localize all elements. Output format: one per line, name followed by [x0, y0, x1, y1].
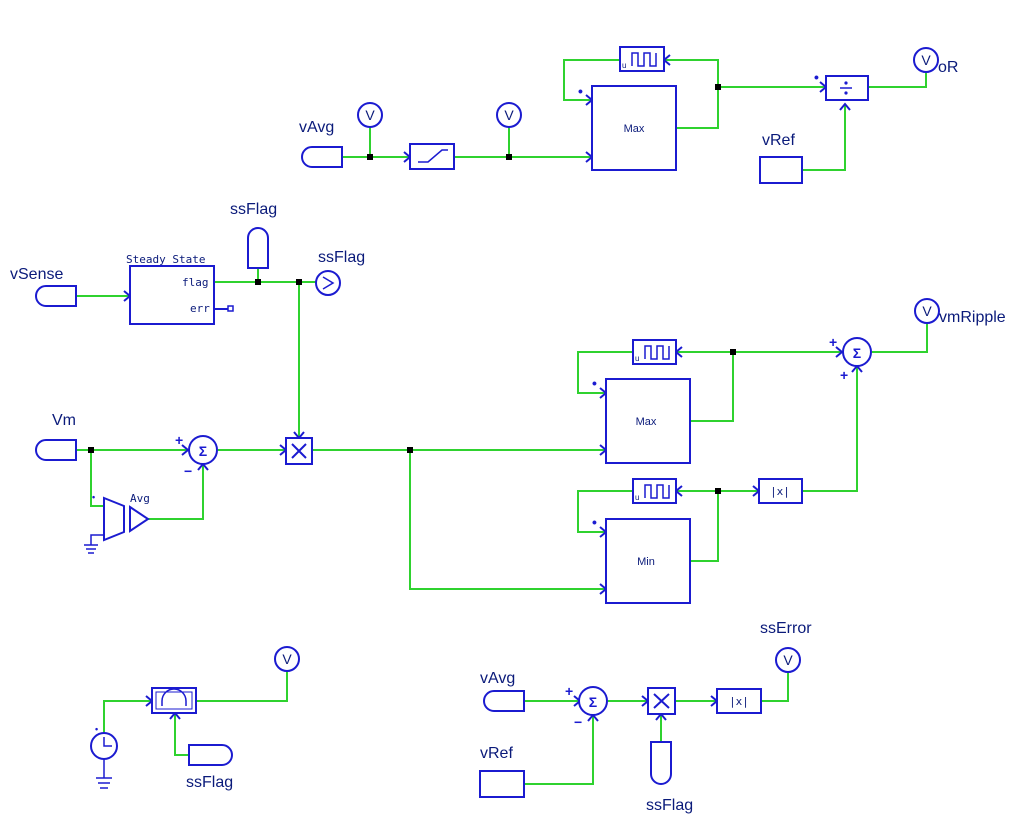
plus-sign: + — [829, 334, 837, 350]
vref-bottom-constant[interactable] — [479, 770, 525, 798]
max-top-label: Max — [624, 123, 645, 135]
divider-block[interactable]: • — [814, 69, 869, 101]
ssflag-goto-tag[interactable] — [247, 227, 269, 269]
vsense-label: vSense — [10, 266, 63, 283]
abs-mid-label: |x| — [770, 485, 790, 498]
port-dot: • — [578, 83, 583, 99]
minus-sign: − — [184, 463, 192, 479]
wires — [76, 59, 928, 785]
sserror-label: ssError — [760, 620, 812, 637]
port-dot: • — [592, 514, 597, 530]
port-dot: • — [814, 69, 819, 85]
port-dot: • — [92, 492, 95, 502]
voltmeter-symbol: V — [365, 107, 375, 123]
rate-limiter-block[interactable] — [409, 143, 455, 170]
port-dot: • — [592, 375, 597, 391]
vavg-bottom-input-port[interactable] — [483, 690, 525, 712]
junctions — [88, 84, 736, 494]
steady-state-title: Steady State — [126, 253, 205, 266]
vref-bottom-label: vRef — [480, 745, 513, 762]
ssflag-probe-label: ssFlag — [318, 249, 365, 266]
avg-label: Avg — [130, 492, 150, 505]
ssflag-bottom-label: ssFlag — [646, 797, 693, 814]
abs-block-bottom[interactable]: |x| — [716, 688, 762, 714]
flag-port-label: flag — [182, 276, 209, 289]
vavg-top-input-port[interactable] — [301, 146, 343, 168]
vref-top-label: vRef — [762, 132, 795, 149]
min-mid-block[interactable]: Min • — [592, 514, 691, 604]
timer-block[interactable] — [151, 687, 197, 714]
sample-u-label: u — [635, 354, 639, 363]
ssflag-bottom-tag[interactable] — [650, 741, 672, 785]
ssflag-bottom-left-tag[interactable] — [188, 744, 233, 766]
sum-block-ripple[interactable]: Σ + + — [829, 334, 872, 383]
port-dot: • — [95, 724, 98, 734]
sigma-symbol: Σ — [199, 443, 207, 459]
plus-sign: + — [840, 367, 848, 383]
multiplier-vm[interactable] — [285, 437, 313, 465]
voltmeter-filtered[interactable]: V — [496, 102, 522, 128]
voltmeter-timer[interactable]: V — [274, 646, 300, 672]
voltmeter-sserror[interactable]: V — [775, 647, 801, 673]
max-mid-block[interactable]: Max • — [592, 375, 691, 464]
multiplier-error[interactable] — [647, 687, 676, 715]
abs-block-mid[interactable]: |x| — [758, 478, 803, 504]
sigma-symbol: Σ — [589, 694, 597, 710]
plus-sign: + — [565, 683, 573, 699]
min-mid-label: Min — [637, 556, 655, 568]
plus-sign: + — [175, 432, 183, 448]
minus-sign: − — [574, 714, 582, 730]
arrowheads — [123, 54, 863, 722]
max-top-block[interactable]: Max • — [578, 83, 677, 171]
voltmeter-symbol: V — [282, 651, 292, 667]
vref-top-constant[interactable] — [759, 156, 803, 184]
ssflag-probe-meter[interactable] — [315, 270, 341, 296]
sample-hold-top[interactable]: u — [619, 46, 665, 72]
vsense-input-port[interactable] — [35, 285, 77, 307]
sample-u-label: u — [622, 61, 626, 70]
vm-input-port[interactable] — [35, 439, 77, 461]
voltmeter-symbol: V — [922, 303, 932, 319]
sigma-symbol: Σ — [853, 345, 861, 361]
abs-bottom-label: |x| — [729, 695, 749, 708]
max-mid-label: Max — [636, 416, 657, 428]
err-port-label: err — [190, 302, 210, 315]
sample-hold-min-mid[interactable]: u — [632, 478, 677, 504]
vavg-top-label: vAvg — [299, 119, 334, 136]
sum-block-vm[interactable]: Σ + − — [175, 432, 218, 479]
ssflag-tag-label: ssFlag — [230, 201, 277, 218]
voltmeter-symbol: V — [504, 107, 514, 123]
vavg-bottom-label: vAvg — [480, 670, 515, 687]
vm-label: Vm — [52, 412, 76, 429]
sample-hold-max-mid[interactable]: u — [632, 339, 677, 365]
probe-or-label: oR — [938, 59, 958, 76]
voltmeter-symbol: V — [783, 652, 793, 668]
clock-source[interactable]: • — [90, 724, 118, 789]
ssflag-bottom-left-label: ssFlag — [186, 774, 233, 791]
voltmeter-symbol: V — [921, 52, 931, 68]
voltmeter-or[interactable]: V — [913, 47, 939, 73]
vmripple-label: vmRipple — [939, 309, 1006, 326]
voltmeter-vmripple[interactable]: V — [914, 298, 940, 324]
sample-u-label: u — [635, 493, 639, 502]
steady-state-block[interactable]: Steady State flag err — [126, 253, 234, 325]
average-block[interactable]: • Avg — [84, 492, 150, 554]
sum-block-error[interactable]: Σ + − — [565, 683, 608, 730]
voltmeter-vavg-top[interactable]: V — [357, 102, 383, 128]
